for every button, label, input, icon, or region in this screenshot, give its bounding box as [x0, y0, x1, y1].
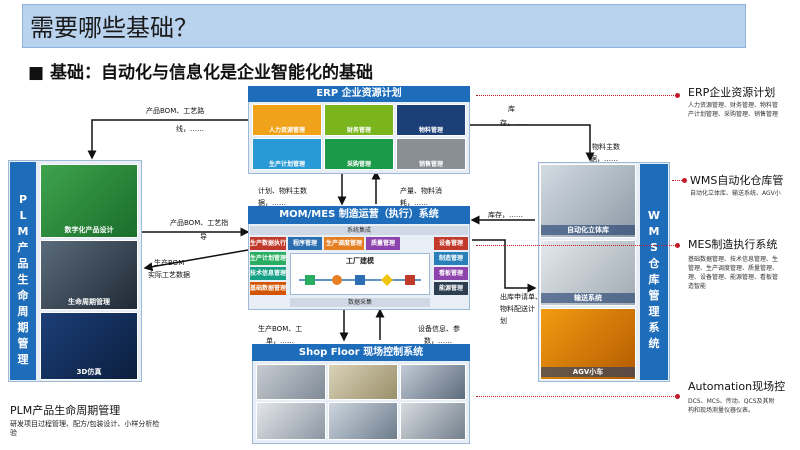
arrow-mom-plm	[143, 249, 249, 272]
flow-label-wms-material: 物料主数	[592, 143, 620, 151]
mom-module-1: 程序管理	[288, 237, 322, 250]
flow-label-erp-mom-left: 计划、物料主数	[258, 187, 307, 195]
arrow-erp-wms	[468, 124, 595, 162]
shopfloor-image-3	[400, 364, 466, 400]
mom-module-7: 基础数据管理	[250, 282, 286, 295]
flow-label-plm-mom: 产品BOM、工艺指	[170, 219, 229, 227]
flow-label-erp-wms-2: 存，……	[500, 119, 528, 127]
note-automation-text-1: DCS、MCS、传动、QCS及其附	[688, 398, 775, 405]
mom-module-3: 质量管理	[366, 237, 400, 250]
flow-label-erp-plm-2: 线，……	[176, 125, 204, 133]
leader-dot-wms	[682, 178, 687, 183]
plm-caption-title: PLM产品生命周期管理	[10, 404, 121, 417]
note-erp-text-1: 人力资源管理、财务管理、物料管	[688, 102, 779, 109]
mom-module-2: 生产调度管理	[324, 237, 364, 250]
shopfloor-title: Shop Floor 现场控制系统	[252, 344, 470, 361]
leader-erp	[476, 95, 676, 96]
erp-module-planning: 生产计划管理	[252, 138, 322, 170]
erp-module-finance: 财务管理	[324, 104, 394, 136]
leader-dot-mes	[675, 243, 680, 248]
flow-label-erp-mom-right-2: 耗，……	[400, 199, 428, 207]
flow-label-mom-wms-out-3: 划	[500, 317, 507, 325]
flow-label-mom-shop-left-2: 单，……	[266, 337, 294, 345]
flow-label-mom-wms-inv: 库存，……	[488, 211, 523, 219]
shopfloor-image-6	[400, 402, 466, 440]
factory-flow-icon	[299, 274, 421, 286]
shopfloor-image-4	[256, 402, 326, 440]
page-title: 需要哪些基础？	[30, 14, 198, 42]
wms-image-conveyor: 输送系统	[540, 240, 636, 306]
title-bar	[22, 4, 746, 48]
flow-label-mom-shop-left: 生产BOM、工	[258, 325, 303, 333]
mom-module-0: 生产数据执行	[250, 237, 286, 250]
mom-module-8: 制造管理	[434, 252, 468, 265]
flow-label-mom-shop-right: 设备信息、参	[418, 325, 460, 333]
erp-module-purchase: 采购管理	[324, 138, 394, 170]
leader-automation	[476, 396, 676, 397]
flow-label-mom-wms-out: 出库申请单、	[500, 293, 542, 301]
plm-image-lifecycle: 生命周期管理	[40, 240, 138, 310]
note-automation-title: Automation现场控	[688, 380, 786, 393]
arrow-erp-plm	[87, 119, 248, 160]
mom-module-6: 技术信息管理	[250, 267, 286, 280]
shopfloor-image-1	[256, 364, 326, 400]
flow-label-erp-mom-left-2: 据，……	[258, 199, 286, 207]
note-automation-text-2: 构和现场测量仪器仪表。	[688, 407, 755, 414]
mom-title: MOM/MES 制造运营（执行）系统	[248, 206, 470, 224]
note-mes-text-3: 理、设备管理、能源管理、看板管	[688, 274, 779, 281]
factory-modeling-label: 工厂建模	[346, 257, 374, 265]
note-wms-text: 自动化立体库、输送系统、AGV小	[690, 190, 781, 197]
erp-module-sales: 销售管理	[396, 138, 466, 170]
arrow-mom-wms	[472, 239, 537, 293]
page-subtitle: ■ 基础：自动化与信息化是企业智能化的基础	[28, 63, 373, 83]
shopfloor-image-2	[328, 364, 398, 400]
note-mes-text-4: 造智能	[688, 283, 707, 290]
leader-mes	[476, 245, 676, 246]
leader-dot-erp	[675, 93, 680, 98]
mom-module-4: 设备管理	[434, 237, 468, 250]
flow-label-plm-mom-2: 导	[200, 233, 207, 241]
erp-title: ERP 企业资源计划	[248, 86, 470, 102]
note-erp-text-2: 产计划管理、采购管理、销售管理	[688, 111, 779, 118]
flow-label-wms-material-2: 据，……	[590, 155, 618, 163]
mom-integration: 系统集成	[250, 226, 468, 235]
flow-label-mom-shop-right-2: 数，……	[424, 337, 452, 345]
note-mes-text-2: 管理、生产调度管理、质量管理、	[688, 265, 779, 272]
mom-module-5: 生产计划管理	[250, 252, 286, 265]
mom-data-collection: 数据采集	[290, 298, 430, 307]
mom-module-10: 能源管理	[434, 282, 468, 295]
plm-caption-text: 研发项目过程管理、配方/包装设计、小样分析检验	[10, 420, 160, 437]
flow-label-plm-bottom-2: 实际工艺数据	[148, 271, 190, 279]
note-wms-title: WMS自动化仓库管	[690, 174, 784, 187]
erp-module-material: 物料管理	[396, 104, 466, 136]
flow-label-erp-mom-right: 产量、物料消	[400, 187, 442, 195]
flow-label-erp-wms: 库	[508, 105, 515, 113]
leader-wms	[672, 180, 684, 181]
plm-image-design: 数字化产品设计	[40, 164, 138, 238]
note-mes-title: MES制造执行系统	[688, 238, 778, 251]
wms-image-storage: 自动化立体库	[540, 164, 636, 238]
flow-label-erp-plm: 产品BOM、工艺路	[146, 107, 205, 115]
leader-dot-automation	[675, 394, 680, 399]
flow-label-plm-bottom: 生产BOM	[154, 259, 185, 267]
note-mes-text-1: 基础数据管理、技术信息管理、生	[688, 256, 779, 263]
mom-module-9: 看板管理	[434, 267, 468, 280]
plm-image-3d: 3D仿真	[40, 312, 138, 380]
factory-modeling-box: 工厂建模	[290, 253, 430, 295]
wms-image-agv: AGV小车	[540, 308, 636, 380]
erp-module-hr: 人力资源管理	[252, 104, 322, 136]
flow-label-mom-wms-out-2: 物料配送计	[500, 305, 535, 313]
shopfloor-image-5	[328, 402, 398, 440]
note-erp-title: ERP企业资源计划	[688, 86, 776, 99]
